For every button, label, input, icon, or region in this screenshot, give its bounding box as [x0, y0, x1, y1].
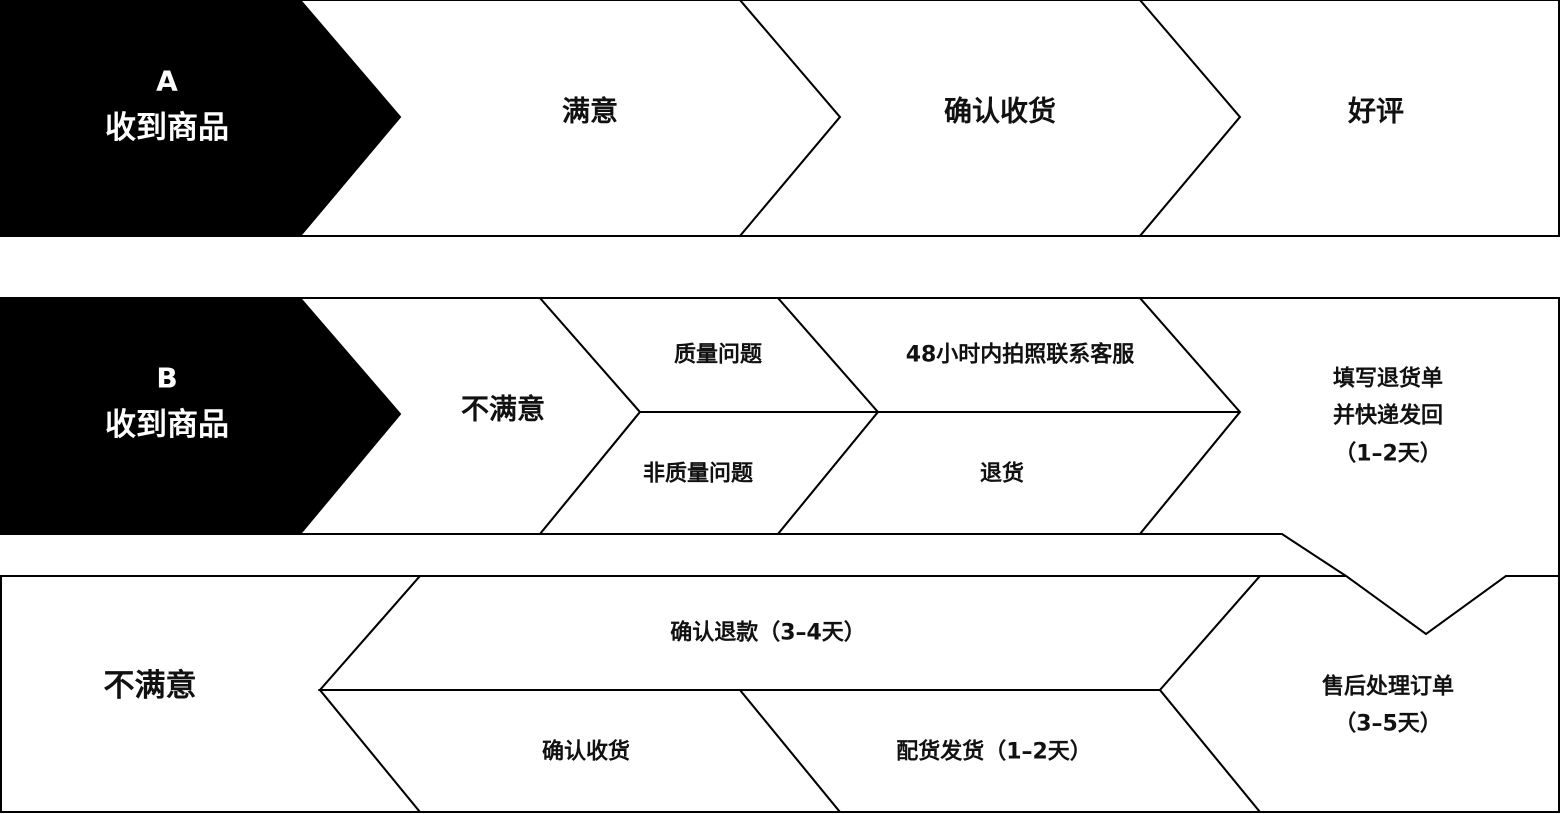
good-review-label: 好评 — [1347, 95, 1404, 128]
row-c-title: 不满意 — [104, 668, 197, 704]
quality-issue-label: 质量问题 — [674, 343, 763, 368]
row-b-title: 收到商品 — [105, 407, 229, 443]
fill-return-form-line-3: （1–2天） — [1334, 442, 1442, 467]
fill-return-form-line-2: 并快递发回 — [1333, 403, 1443, 429]
row-a-letter: A — [156, 65, 178, 98]
satisfied-label: 满意 — [562, 95, 618, 128]
confirm-receipt-label: 确认收货 — [944, 95, 1056, 128]
row-a-title: 收到商品 — [105, 110, 229, 146]
row-c: 不满意 确认退款（3–4天） 确认收货 配货发货（1–2天） 售后处理订单 （3… — [0, 575, 1560, 813]
row-b: B 收到商品 不满意 质量问题 非质量问题 48小时内拍照联系客服 退货 填写退… — [0, 297, 1560, 636]
reship-label: 配货发货（1–2天） — [896, 739, 1092, 765]
contact-service-label: 48小时内拍照联系客服 — [906, 342, 1136, 368]
return-goods-label: 退货 — [980, 461, 1024, 487]
unsatisfied-label: 不满意 — [461, 393, 545, 426]
after-sales-step — [1158, 575, 1560, 813]
fill-return-form-line-1: 填写退货单 — [1333, 366, 1443, 392]
row-b-letter: B — [156, 362, 177, 395]
confirm-refund-label: 确认退款（3–4天） — [670, 620, 866, 646]
after-sales-line-1: 售后处理订单 — [1322, 674, 1454, 700]
after-sales-line-2: （3–5天） — [1334, 712, 1442, 737]
row-a: A 收到商品 满意 确认收货 好评 — [0, 0, 1560, 237]
confirm-receipt-c-label: 确认收货 — [542, 739, 630, 765]
good-review-step — [1137, 0, 1560, 237]
non-quality-issue-label: 非质量问题 — [643, 462, 754, 487]
